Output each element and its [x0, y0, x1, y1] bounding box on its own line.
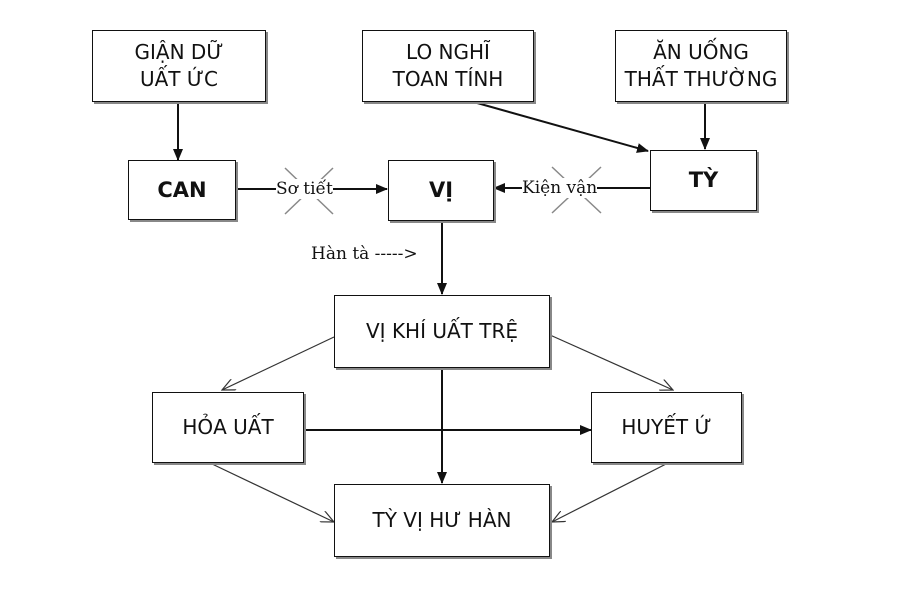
node-lo-nghi-toan-tinh: LO NGHĨ TOAN TÍNH: [362, 30, 534, 102]
node-gian-du-uat-uc: GIẬN DỮ UẤT ỨC: [92, 30, 266, 102]
edge-label-so-tiet: Sơ tiết: [276, 179, 333, 199]
node-huyet-u: HUYẾT Ứ: [591, 392, 742, 463]
edge-label-kien-van: Kiện vận: [522, 178, 598, 198]
node-an-uong-that-thuong: ĂN UỐNG THẤT THƯỜNG: [615, 30, 787, 102]
edge-lo-nghi-to-ty: [469, 100, 649, 153]
edge-vi-khi-to-huyet-u: [549, 334, 673, 390]
node-vi: VỊ: [388, 160, 494, 221]
node-huyet-u-label: HUYẾT Ứ: [621, 415, 712, 439]
node-vi-khi-uat-tre-label: VỊ KHÍ UẤT TRỆ: [366, 319, 518, 343]
node-can-label: CAN: [157, 177, 207, 202]
node-an-uong-that-thuong-label: ĂN UỐNG THẤT THƯỜNG: [624, 40, 778, 91]
node-ty-vi-hu-han: TỲ VỊ HƯ HÀN: [334, 484, 550, 557]
edge-vi-khi-to-hoa-uat: [222, 336, 335, 390]
node-ty: TỲ: [650, 150, 757, 211]
node-hoa-uat: HỎA UẤT: [152, 392, 304, 463]
node-hoa-uat-label: HỎA UẤT: [182, 415, 274, 439]
node-ty-vi-hu-han-label: TỲ VỊ HƯ HÀN: [372, 508, 512, 532]
edge-huyet-u-to-ty-vi: [552, 462, 669, 522]
node-vi-khi-uat-tre: VỊ KHÍ UẤT TRỆ: [334, 295, 550, 368]
edge-label-han-ta: Hàn tà ----->: [311, 244, 418, 264]
edge-hoa-uat-to-ty-vi: [209, 462, 334, 522]
node-can: CAN: [128, 160, 236, 220]
node-lo-nghi-toan-tinh-label: LO NGHĨ TOAN TÍNH: [392, 40, 504, 91]
node-ty-label: TỲ: [688, 168, 719, 193]
node-vi-label: VỊ: [428, 178, 454, 203]
node-gian-du-uat-uc-label: GIẬN DỮ UẤT ỨC: [134, 40, 224, 91]
